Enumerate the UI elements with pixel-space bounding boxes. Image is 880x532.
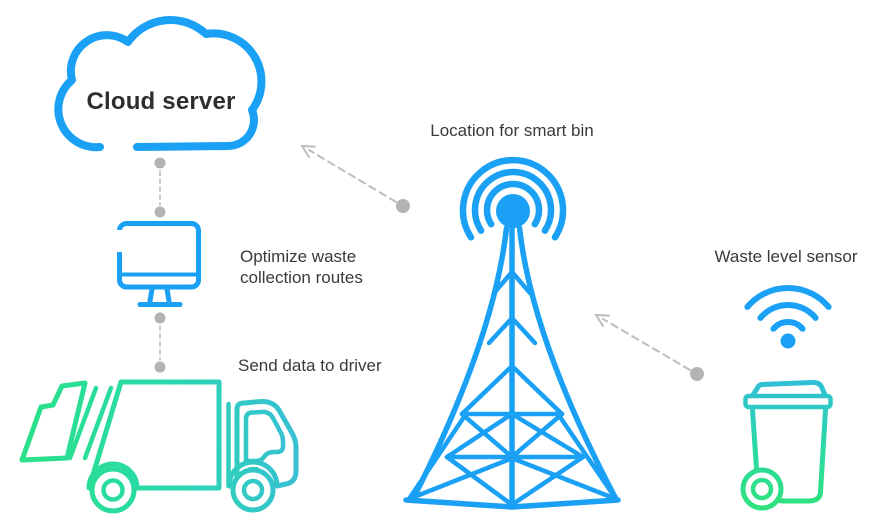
send-data-label: Send data to driver: [238, 356, 382, 375]
connector-monitor-truck: [154, 312, 166, 373]
radio-tower-icon: [403, 157, 621, 510]
optimize-routes-line1: Optimize waste: [240, 247, 357, 266]
desktop-monitor-icon: [114, 221, 201, 307]
wheelie-bin-icon: [740, 379, 833, 511]
garbage-truck-icon: [19, 379, 299, 514]
optimize-routes-label: Optimize waste collection routes: [240, 246, 400, 288]
arrow-tower-to-cloud: [300, 144, 410, 213]
cloud-server-label: Cloud server: [86, 88, 236, 115]
arrow-bin-to-tower: [594, 313, 704, 381]
smart-bin-location-label: Location for smart bin: [430, 121, 594, 140]
wifi-signal-icon: [744, 284, 832, 349]
waste-level-sensor-label: Waste level sensor: [714, 247, 858, 266]
connector-cloud-monitor: [154, 157, 166, 218]
optimize-routes-line2: collection routes: [240, 268, 363, 287]
cloud-icon: [54, 16, 266, 152]
